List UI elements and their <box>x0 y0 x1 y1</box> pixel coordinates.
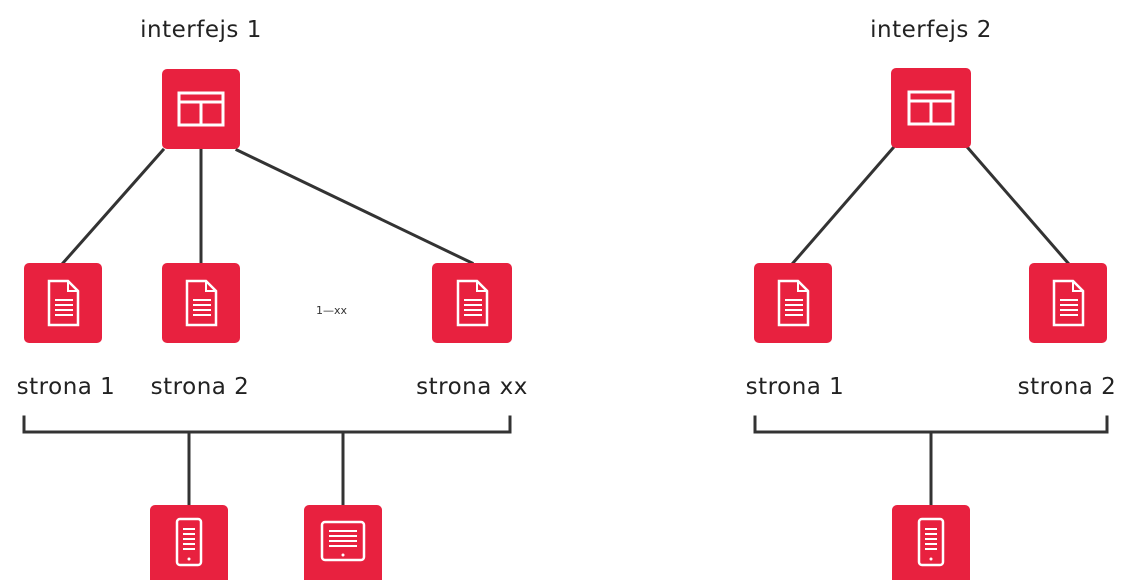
document-icon <box>456 279 489 327</box>
page-node-xx <box>432 263 512 343</box>
window-layout-icon <box>177 91 225 127</box>
page-node-2 <box>162 263 240 343</box>
interface-1-title: interfejs 1 <box>140 17 262 43</box>
phone-device-node <box>150 505 228 580</box>
page-label-1: strona 1 <box>745 374 845 400</box>
window-layout-icon <box>907 90 955 126</box>
phone-icon <box>917 517 945 567</box>
phone-icon <box>175 517 203 567</box>
page-node-2 <box>1029 263 1107 343</box>
page-label-2: strona 2 <box>150 374 250 400</box>
page-label-xx: strona xx <box>416 374 528 400</box>
page-node-1 <box>754 263 832 343</box>
interface-1-node <box>162 69 240 149</box>
tablet-icon <box>320 520 366 562</box>
document-icon <box>185 279 218 327</box>
document-icon <box>1052 279 1085 327</box>
phone-device-node <box>892 505 970 580</box>
page-node-1 <box>24 263 102 343</box>
document-icon <box>777 279 810 327</box>
document-icon <box>47 279 80 327</box>
interface-2-title: interfejs 2 <box>870 17 992 43</box>
page-label-2: strona 2 <box>1017 374 1117 400</box>
page-label-1: strona 1 <box>16 374 116 400</box>
tablet-device-node <box>304 505 382 580</box>
page-range-label: 1—xx <box>316 304 348 317</box>
interface-2-node <box>891 68 971 148</box>
